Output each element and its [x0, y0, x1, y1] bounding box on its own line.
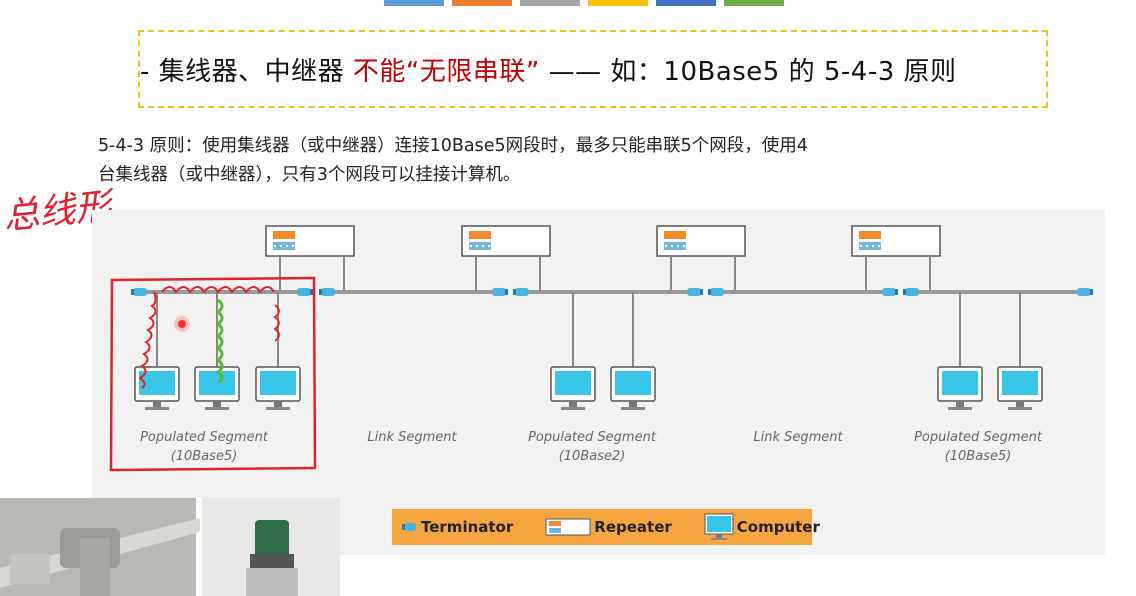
nav-tab-4[interactable] — [588, 0, 648, 6]
banner-text: - 集线器、中继器 不能“无限串联” —— 如：10Base5 的 5-4-3 … — [140, 51, 957, 88]
legend-computer: Computer — [704, 513, 820, 541]
segment-label-4: Link Segment — [753, 430, 843, 445]
repeater-2 — [461, 225, 551, 257]
annotation-squiggle-green — [215, 298, 224, 384]
nav-tab-2[interactable] — [452, 0, 512, 6]
diagram-legend: Terminator Repeater Computer — [392, 509, 820, 545]
repeater-connectors — [279, 256, 931, 292]
computer-2 — [194, 366, 240, 411]
legend-terminator: Terminator — [402, 518, 513, 536]
annotation-highlight-box — [109, 276, 317, 472]
legend-computer-label: Computer — [736, 518, 820, 536]
segment-label-3: Populated Segment(10Base2) — [528, 430, 656, 464]
legend-terminator-label: Terminator — [421, 518, 514, 536]
terminator-icon — [402, 523, 416, 531]
banner-prefix: - 集线器、中继器 — [140, 56, 353, 87]
computer-6 — [937, 366, 983, 411]
rule-banner: - 集线器、中继器 不能“无限串联” —— 如：10Base5 的 5-4-3 … — [138, 30, 1048, 108]
nav-tab-5[interactable] — [656, 0, 716, 6]
repeater-1 — [265, 225, 355, 257]
diagram-canvas — [109, 225, 1093, 472]
rule-line-2: 台集线器（或中继器），只有3个网段可以挂接计算机。 — [98, 165, 521, 185]
nav-tab-6[interactable] — [724, 0, 784, 6]
bnc-connector-photo — [0, 498, 340, 596]
annotation-squiggle-red-3 — [273, 304, 280, 342]
rule-line-1: 5-4-3 原则：使用集线器（或中继器）连接10Base5网段时，最多只能串联5… — [98, 136, 808, 156]
segment-label-2: Link Segment — [367, 430, 457, 445]
annotation-squiggle-red-1 — [138, 291, 157, 389]
legend-repeater: Repeater — [545, 518, 672, 536]
banner-highlight: 不能“无限串联” — [352, 56, 540, 87]
repeater-3 — [656, 225, 746, 257]
legend-repeater-label: Repeater — [594, 518, 672, 536]
laser-pointer-dot — [178, 320, 186, 328]
computer-3 — [255, 366, 301, 411]
nav-tab-3[interactable] — [520, 0, 580, 6]
network-diagram: Populated Segment(10Base5) Link Segment … — [92, 210, 1105, 555]
annotation-squiggle-red-2 — [161, 286, 275, 294]
repeater-icon — [545, 518, 591, 536]
rule-description: 5-4-3 原则：使用集线器（或中继器）连接10Base5网段时，最多只能串联5… — [98, 132, 1088, 190]
computer-7 — [997, 366, 1043, 411]
computer-4 — [550, 366, 596, 411]
computer-icon — [704, 513, 734, 540]
banner-suffix: —— 如：10Base5 的 5-4-3 原则 — [539, 56, 957, 87]
slide-nav-tabs — [384, 0, 784, 6]
nav-tab-1[interactable] — [384, 0, 444, 6]
computer-5 — [610, 366, 656, 411]
repeater-4 — [851, 225, 941, 257]
computer-1 — [134, 366, 180, 411]
computer-connectors — [156, 292, 1021, 368]
segment-label-5: Populated Segment(10Base5) — [914, 430, 1042, 464]
segment-label-1: Populated Segment(10Base5) — [140, 430, 268, 464]
